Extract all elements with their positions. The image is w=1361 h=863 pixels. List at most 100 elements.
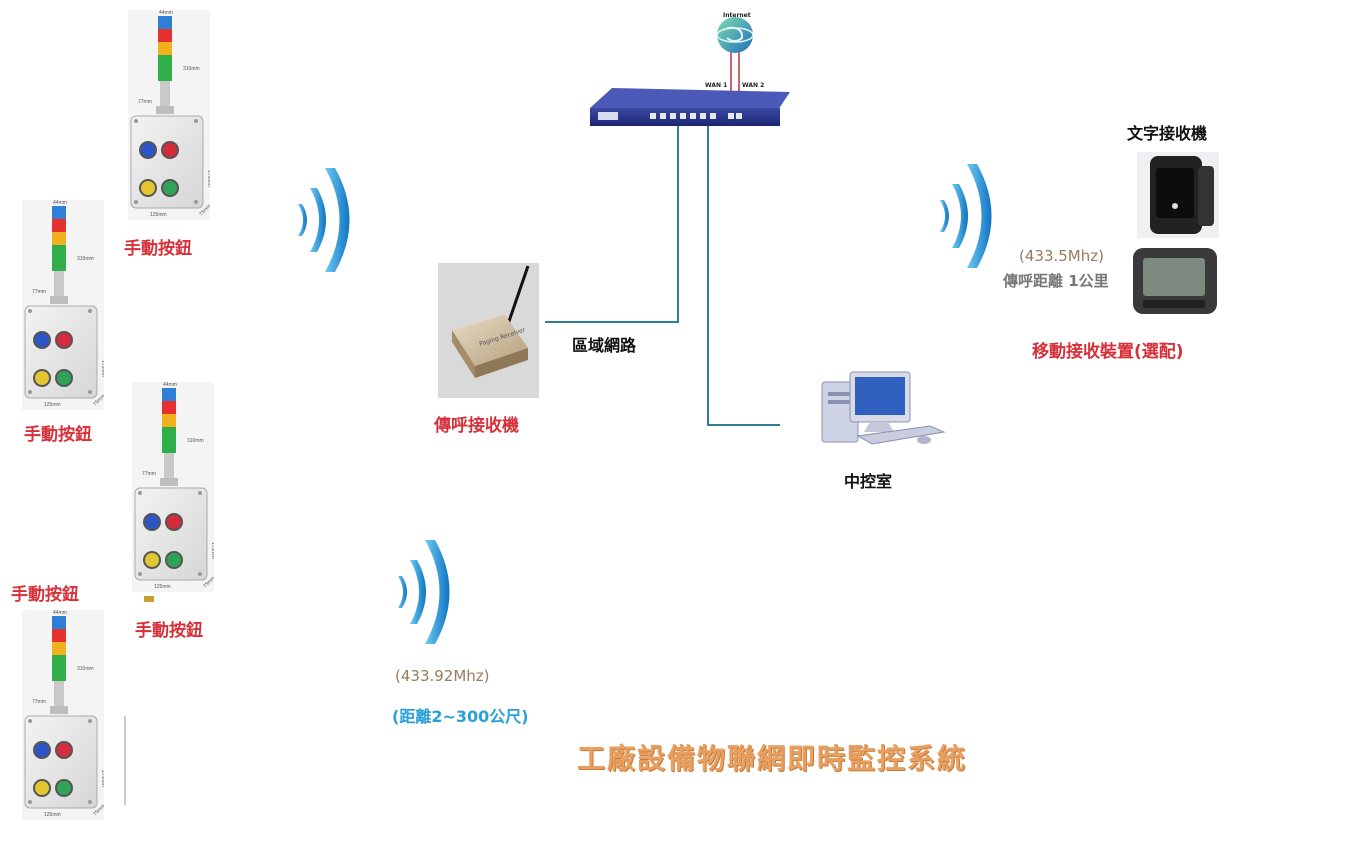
station-label-2: 手動按鈕 [24, 425, 92, 445]
tower-light-segment [158, 55, 172, 68]
push-button [57, 743, 71, 757]
tower-light-segment [162, 388, 176, 401]
internet-globe-icon [716, 17, 754, 53]
tower-light-segment [52, 232, 66, 245]
wireless-wave-icon-stations [298, 168, 350, 272]
enclosure-screw [194, 200, 198, 204]
tower-light-segment [52, 258, 66, 271]
tower-light-segment [158, 68, 172, 81]
tower-light-segment [162, 414, 176, 427]
button-range: (距離2~300公尺) [392, 707, 529, 726]
small-marker [144, 596, 154, 602]
lan-line-control-room [707, 118, 780, 426]
enclosure-screw [138, 491, 142, 495]
computer-icon [821, 371, 946, 445]
push-button [141, 143, 155, 157]
tower-pole [164, 453, 174, 479]
enclosure-screw [194, 119, 198, 123]
enclosure-screw [88, 390, 92, 394]
push-button [163, 143, 177, 157]
tower-pole [160, 81, 170, 107]
dimension-top: 44mm [53, 610, 67, 616]
dimension-side: 175mm [206, 170, 210, 187]
tower-base [160, 478, 178, 486]
tower-pole [54, 681, 64, 707]
station-label-3: 手動按鈕 [11, 585, 79, 605]
dimension-side: 175mm [100, 360, 104, 377]
dimension-width: 125mm [154, 584, 171, 590]
push-button [167, 553, 181, 567]
station-label-1: 手動按鈕 [124, 239, 192, 259]
wireless-wave-icon-range [398, 540, 450, 644]
tower-light-segment [162, 427, 176, 440]
dimension-side: 175mm [100, 770, 104, 787]
tower-light-segment [52, 668, 66, 681]
push-button [145, 515, 159, 529]
dimension-height: 310mm [77, 256, 94, 262]
dimension-neck: 77mm [32, 699, 46, 705]
watch-receiver-icon [1137, 152, 1219, 238]
push-button [35, 781, 49, 795]
dimension-height: 310mm [187, 438, 204, 444]
dimension-height: 310mm [77, 666, 94, 672]
dimension-width: 125mm [150, 212, 167, 218]
tower-light-segment [52, 245, 66, 258]
enclosure-screw [198, 491, 202, 495]
diagram-title: 工廠設備物聯網即時監控系統 [577, 742, 968, 775]
tower-light-segment [162, 440, 176, 453]
lan-line-receiver [545, 118, 679, 323]
tower-base [50, 706, 68, 714]
dimension-width: 125mm [44, 812, 61, 818]
push-button [35, 371, 49, 385]
enclosure-screw [88, 309, 92, 313]
tower-light-segment [52, 219, 66, 232]
wireless-wave-icon-mobile [940, 164, 992, 268]
enclosure-screw [138, 572, 142, 576]
mobile-frequency: (433.5Mhz) [1019, 247, 1104, 265]
tower-light-segment [52, 206, 66, 219]
tower-light-segment [162, 401, 176, 414]
enclosure-screw [28, 390, 32, 394]
enclosure-screw [88, 800, 92, 804]
dimension-neck: 77mm [32, 289, 46, 295]
tower-light-segment [52, 655, 66, 668]
enclosure-screw [28, 800, 32, 804]
tower-light-segment [158, 29, 172, 42]
internet-label: Internet [723, 12, 751, 19]
tower-light-segment [52, 642, 66, 655]
text-receiver-label: 文字接收機 [1127, 124, 1208, 143]
tower-pole [54, 271, 64, 297]
enclosure-screw [134, 119, 138, 123]
dimension-top: 44mm [53, 200, 67, 206]
dimension-neck: 77mm [142, 471, 156, 477]
dimension-top: 44mm [159, 10, 173, 16]
tower-light-segment [158, 42, 172, 55]
button-frequency: (433.92Mhz) [395, 667, 490, 685]
dimension-height: 310mm [183, 66, 200, 72]
control-room-label: 中控室 [844, 472, 893, 491]
enclosure-screw [28, 309, 32, 313]
push-button [163, 181, 177, 195]
tower-base [156, 106, 174, 114]
push-button [35, 743, 49, 757]
push-button [57, 781, 71, 795]
dimension-neck: 77mm [138, 99, 152, 105]
wan1-label: WAN 1 [705, 82, 728, 89]
push-button [35, 333, 49, 347]
enclosure-screw [28, 719, 32, 723]
push-button [167, 515, 181, 529]
tower-light-segment [158, 16, 172, 29]
dimension-top: 44mm [163, 382, 177, 388]
pager-device-icon [1133, 248, 1217, 314]
push-button [141, 181, 155, 195]
push-button [57, 333, 71, 347]
wan2-label: WAN 2 [742, 82, 765, 89]
tower-base [50, 296, 68, 304]
